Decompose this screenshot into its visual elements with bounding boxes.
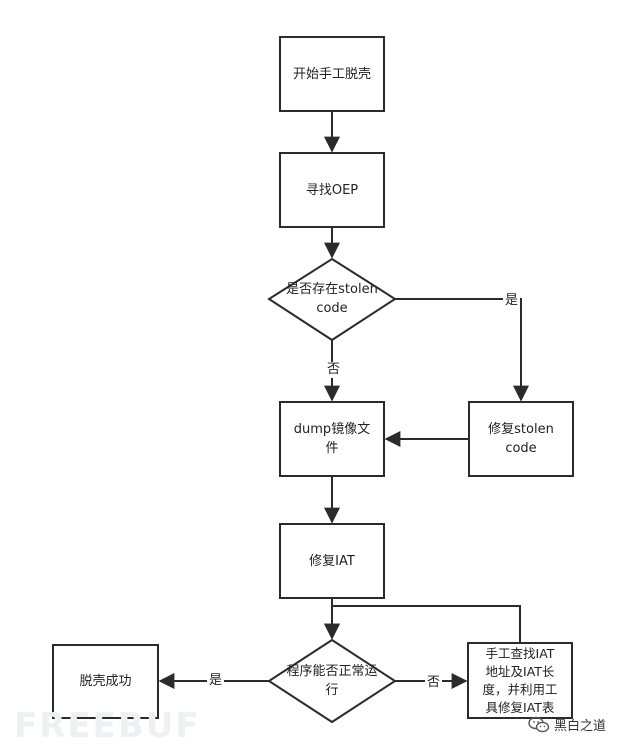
stolen-yes-label: 是 [503, 293, 521, 309]
manual-iat-node-box [467, 642, 573, 719]
run-check-decision-box [267, 638, 397, 724]
stolen-code-decision-label: 是否存在stolen code [286, 282, 378, 316]
edge-manual-iat-loop-back [324, 605, 521, 643]
find-oep-node-label: 寻找OEP [305, 182, 359, 198]
unpack-success-node-label: 脱壳成功 [79, 674, 132, 689]
edge-decision-yes-to-fix-stolen [395, 298, 529, 402]
run-check-decision-label: 程序能否正常运 行 [286, 664, 378, 698]
run-no-label: 否 [425, 675, 443, 691]
stolen-no-label: 否 [325, 362, 343, 378]
manual-iat-node-label: 手工查找IAT 地址及IAT长 度，并利用工 具修复IAT表 [482, 645, 558, 715]
unpack-success-node-box [52, 644, 159, 719]
wechat-icon [528, 716, 550, 732]
run-yes-label: 是 [207, 673, 225, 689]
find-oep-node-box [279, 152, 385, 228]
start-node-box [279, 36, 385, 112]
author-name: 黑白之道 [554, 719, 607, 734]
fix-iat-node-box [279, 523, 385, 599]
dump-image-node-box [279, 401, 385, 477]
author-watermark: 黑白之道 [528, 715, 606, 734]
dump-image-node-label: dump镜像文 件 [293, 422, 371, 456]
freebuf-watermark: FREEBUF [14, 706, 201, 746]
start-node-label: 开始手工脱壳 [292, 66, 371, 82]
fix-iat-node-label: 修复IAT [309, 553, 355, 569]
fix-stolen-node-label: 修复stolen code [488, 422, 554, 456]
